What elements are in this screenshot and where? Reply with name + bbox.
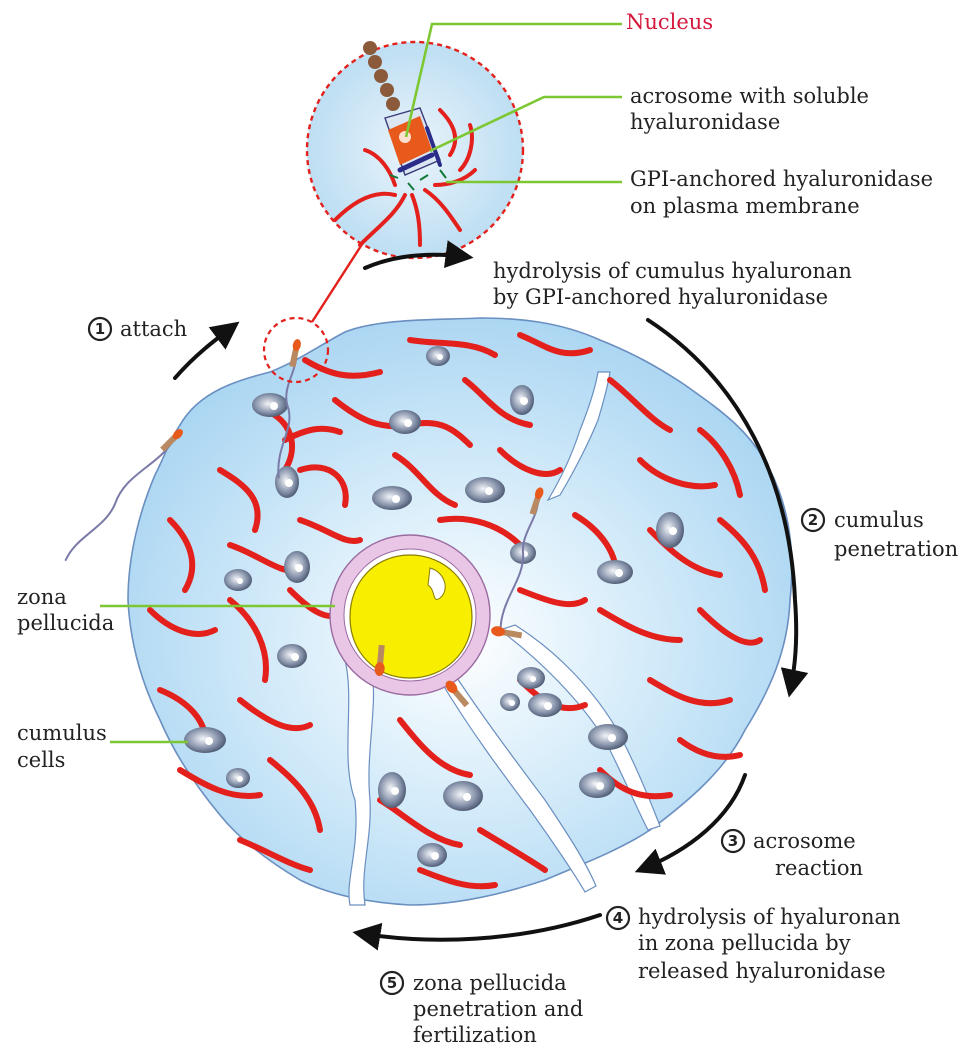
arrow-zona xyxy=(358,915,600,940)
oocyte xyxy=(330,535,490,695)
cumulus-cell xyxy=(389,410,421,434)
acrosome-label-1: acrosome with soluble xyxy=(630,84,869,108)
cumulus-cell xyxy=(284,551,310,583)
zona-label-1: zona xyxy=(17,585,67,609)
step-1-text-1: attach xyxy=(120,317,187,341)
nucleus xyxy=(399,131,411,143)
cumulus-cell xyxy=(579,772,615,798)
step-4: 4 hydrolysis of hyaluronan in zona pellu… xyxy=(607,905,901,983)
cumulus-cell xyxy=(372,486,412,510)
step-5-text-2: penetration and xyxy=(413,997,583,1021)
step-3: 3 acrosome reaction xyxy=(722,829,863,880)
step-2-text-1: cumulus xyxy=(834,508,924,532)
zona-label-2: pellucida xyxy=(17,611,114,635)
nucleus-label: Nucleus xyxy=(626,10,713,34)
cumulus-cell xyxy=(426,346,450,366)
gpi-label-1: GPI-anchored hyaluronidase xyxy=(630,167,933,191)
hydrolysis-label-2: by GPI-anchored hyaluronidase xyxy=(493,285,828,309)
svg-text:3: 3 xyxy=(728,832,738,850)
step-5-text-1: zona pellucida xyxy=(413,971,567,995)
step-2-text-2: penetration xyxy=(834,537,958,561)
cumulus-cell xyxy=(224,569,252,591)
inset-detail xyxy=(307,41,523,258)
arrow-hydrolysis xyxy=(365,255,468,268)
cumulus-cell xyxy=(378,772,406,808)
cumulus-cell xyxy=(656,512,684,548)
step-5-text-3: fertilization xyxy=(413,1023,537,1047)
step-2: 2 cumulus penetration xyxy=(802,508,958,561)
hydrolysis-label-1: hydrolysis of cumulus hyaluronan xyxy=(493,259,852,283)
cumulus-cell xyxy=(500,693,520,711)
egg-cytoplasm xyxy=(350,555,472,678)
cumulus-label-1: cumulus xyxy=(17,721,107,745)
cumulus-label-2: cells xyxy=(17,748,65,772)
acrosome-label-2: hyaluronidase xyxy=(630,110,780,134)
cumulus-cell xyxy=(517,667,545,689)
step-1: 1 attach xyxy=(89,317,187,341)
step-3-text-1: acrosome xyxy=(753,829,856,853)
cumulus-cell xyxy=(277,644,307,668)
cumulus-cell xyxy=(588,724,628,750)
cumulus-cell xyxy=(510,385,534,415)
step-4-text-3: released hyaluronidase xyxy=(638,959,886,983)
svg-text:2: 2 xyxy=(808,511,818,529)
cumulus-cell xyxy=(252,393,288,417)
cumulus-cell xyxy=(184,727,226,753)
svg-text:1: 1 xyxy=(95,320,105,338)
cumulus-cell xyxy=(465,477,505,503)
cumulus-cell xyxy=(597,560,633,584)
cumulus-cell xyxy=(528,693,562,717)
step-3-text-2: reaction xyxy=(775,856,863,880)
step-4-text-1: hydrolysis of hyaluronan xyxy=(638,905,901,929)
cumulus-cell xyxy=(417,843,447,867)
svg-text:5: 5 xyxy=(387,974,397,992)
cumulus-cell xyxy=(226,768,250,788)
inset-connector xyxy=(312,235,368,322)
step-4-text-2: in zona pellucida by xyxy=(638,931,851,955)
svg-text:4: 4 xyxy=(613,909,623,927)
gpi-label-2: on plasma membrane xyxy=(630,194,860,218)
cumulus-cell xyxy=(443,781,483,811)
step-5: 5 zona pellucida penetration and fertili… xyxy=(381,971,583,1047)
